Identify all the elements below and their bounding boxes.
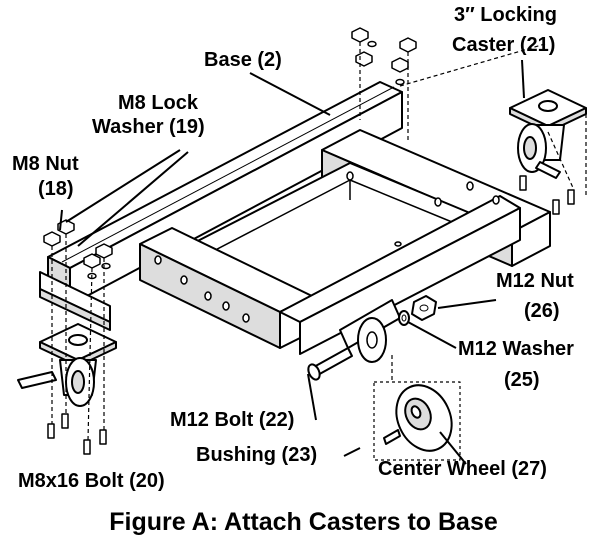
base-label: Base (2)	[204, 49, 282, 71]
top-hardware	[351, 27, 417, 86]
alignment-lines	[51, 42, 587, 441]
left-caster-bolts	[47, 413, 107, 455]
center-wheel	[373, 381, 461, 461]
top-caster-bolts	[519, 175, 575, 215]
leader-lines	[59, 59, 525, 465]
m8-nut-label-line2: (18)	[38, 178, 74, 200]
holes	[154, 171, 500, 323]
right-rail	[279, 195, 521, 355]
top-caster	[509, 89, 587, 179]
m12-nut-label-line1: M12 Nut	[496, 270, 574, 292]
bottom-left-caster	[17, 323, 117, 407]
center-wheel-label: Center Wheel (27)	[378, 458, 547, 480]
locking-caster-label-line1: 3″ Locking	[454, 4, 557, 26]
m12-washer-label-line1: M12 Washer	[458, 338, 574, 360]
m12-bolt	[307, 347, 353, 381]
m12-nut-label-line2: (26)	[524, 300, 560, 322]
locking-caster-label-line2: Caster (21)	[452, 34, 556, 56]
m8-lock-washer-label-line2: Washer (19)	[92, 116, 205, 138]
center-bracket	[339, 299, 401, 363]
m12-washer-label-line2: (25)	[504, 369, 540, 391]
left-hardware	[43, 219, 113, 280]
figure-caption: Figure A: Attach Casters to Base	[109, 508, 498, 536]
m8x16-bolt-label: M8x16 Bolt (20)	[18, 470, 165, 492]
m8-lock-washer-label-line1: M8 Lock	[118, 92, 199, 114]
bushing-label: Bushing (23)	[196, 444, 318, 466]
m8-nut-label-line1: M8 Nut	[12, 153, 79, 175]
m12-bolt-label: M12 Bolt (22)	[170, 409, 295, 431]
left-end-plate	[39, 271, 111, 331]
